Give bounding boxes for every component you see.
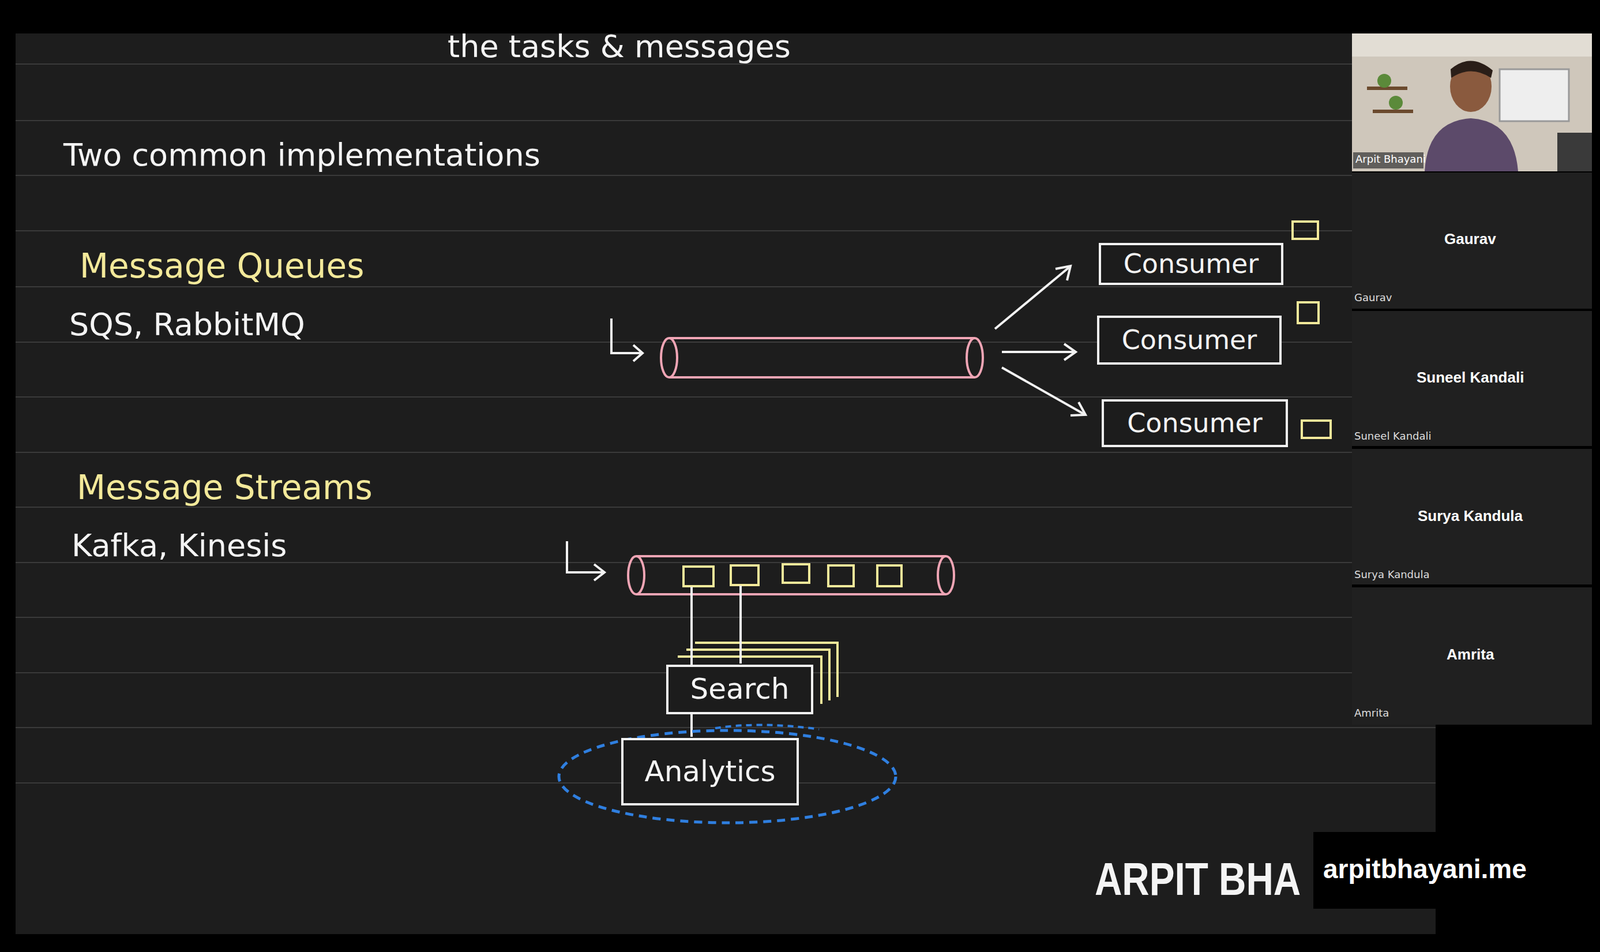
participant-name: Gaurav bbox=[1444, 230, 1497, 249]
participant-name: Gaurav bbox=[1354, 291, 1392, 304]
box-label: Search bbox=[690, 672, 790, 706]
participant-name: Surya Kandula bbox=[1354, 568, 1430, 581]
consumer-box: Consumer bbox=[1098, 242, 1284, 285]
participant-name: Suneel Kandali bbox=[1354, 430, 1432, 443]
page-title: the tasks & messages bbox=[447, 28, 791, 65]
example-list: Kafka, Kinesis bbox=[71, 527, 287, 564]
participant-name: Surya Kandula bbox=[1417, 507, 1523, 525]
example-list: SQS, RabbitMQ bbox=[69, 306, 306, 343]
box-label: Consumer bbox=[1121, 324, 1258, 356]
participant-name: Arpit Bhayani bbox=[1355, 153, 1426, 166]
consumer-box: Consumer bbox=[1097, 315, 1282, 365]
watermark-url: arpitbhayani.me bbox=[1323, 853, 1527, 885]
box-label: Consumer bbox=[1123, 248, 1260, 280]
consumer-box: Consumer bbox=[1101, 399, 1288, 448]
box-label: Consumer bbox=[1127, 407, 1263, 439]
service-box: Search bbox=[666, 664, 814, 715]
participant-name: Amrita bbox=[1446, 645, 1494, 664]
service-box: Analytics bbox=[621, 737, 799, 806]
heading-note: Two common implementations bbox=[63, 137, 541, 174]
participant-name: Amrita bbox=[1354, 707, 1389, 720]
box-label: Analytics bbox=[644, 755, 776, 789]
watermark: ARPIT BHA bbox=[1094, 852, 1301, 906]
section-heading: Message Streams bbox=[76, 468, 373, 507]
section-heading: Message Queues bbox=[79, 246, 364, 286]
participant-name: Suneel Kandali bbox=[1416, 369, 1524, 387]
